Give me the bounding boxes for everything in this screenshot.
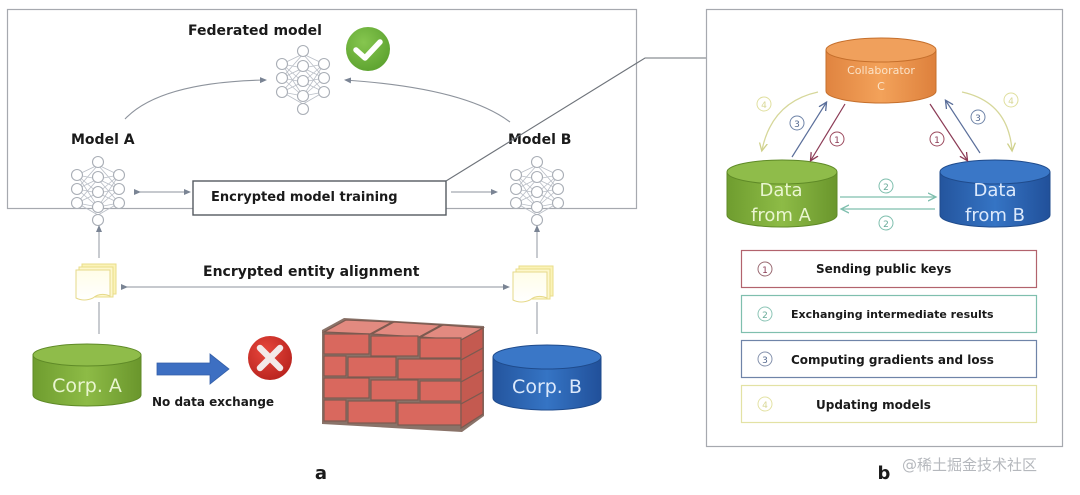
step3-arrow-from-b xyxy=(946,101,981,154)
corp-b-database: Corp. B xyxy=(492,344,602,411)
svg-text:2: 2 xyxy=(883,183,889,193)
encrypted-docs-a-icon xyxy=(75,263,117,301)
model-b-network-icon xyxy=(509,155,565,227)
collaborator-c-database: Collaborator C xyxy=(825,37,937,104)
panel-a-border xyxy=(8,10,297,208)
data-from-b-database: Data from B xyxy=(939,159,1051,228)
step4-arrow-to-a xyxy=(762,91,819,150)
data-from-a-database: Data from A xyxy=(726,159,838,228)
watermark: @稀土掘金技术社区 xyxy=(902,456,1037,474)
step1-marker-right: 1 xyxy=(929,131,945,147)
svg-text:1: 1 xyxy=(762,266,768,276)
step2-marker-top: 2 xyxy=(878,178,894,194)
data-from-b-line1: Data xyxy=(974,180,1017,201)
panel-b-caption: b xyxy=(878,463,891,484)
model-a-label: Model A xyxy=(71,132,135,148)
step2-marker-bottom: 2 xyxy=(878,215,894,231)
svg-text:1: 1 xyxy=(934,136,940,146)
legend-item-3: 3 Computing gradients and loss xyxy=(740,339,1038,379)
legend-item-1: 1 Sending public keys xyxy=(740,249,1038,289)
step1-arrow-to-a xyxy=(811,103,846,160)
check-icon xyxy=(346,27,390,71)
model-b-label: Model B xyxy=(508,132,571,148)
encrypted-docs-b-icon xyxy=(512,265,554,303)
svg-text:3: 3 xyxy=(975,114,981,124)
data-from-a-line2: from A xyxy=(751,205,812,226)
callout-line xyxy=(445,57,708,182)
svg-text:4: 4 xyxy=(762,401,768,411)
no-data-exchange-label: No data exchange xyxy=(152,395,274,409)
legend-item-2: 2 Exchanging intermediate results xyxy=(740,294,1038,334)
step4-marker-right: 4 xyxy=(1003,92,1019,108)
svg-text:Computing gradients and loss: Computing gradients and loss xyxy=(791,353,994,367)
svg-text:3: 3 xyxy=(762,356,768,366)
svg-text:2: 2 xyxy=(762,311,768,321)
encrypted-model-training-box xyxy=(192,180,447,216)
data-from-b-line2: from B xyxy=(965,205,1025,226)
model-b-to-federated-arrow xyxy=(344,77,511,123)
encrypted-entity-alignment-label: Encrypted entity alignment xyxy=(203,264,420,280)
collaborator-label-line1: Collaborator xyxy=(847,64,915,77)
svg-text:Updating models: Updating models xyxy=(816,398,931,412)
step1-arrow-to-b xyxy=(929,103,967,160)
federated-model-network-icon xyxy=(275,44,331,116)
svg-text:4: 4 xyxy=(761,101,767,111)
step3-marker-right: 3 xyxy=(970,109,986,125)
panel-a-caption: a xyxy=(315,463,327,484)
legend-item-4: 4 Updating models xyxy=(740,384,1038,424)
firewall-brick-wall-icon xyxy=(321,318,486,432)
cross-icon xyxy=(248,336,292,380)
federated-model-label: Federated model xyxy=(188,23,322,39)
model-a-network-icon xyxy=(70,155,126,227)
corp-a-label: Corp. A xyxy=(52,375,122,397)
encrypted-model-training-label: Encrypted model training xyxy=(211,190,398,205)
data-from-a-line1: Data xyxy=(760,180,803,201)
step4-marker-left: 4 xyxy=(756,96,772,112)
model-a-to-federated-arrow xyxy=(124,77,267,120)
svg-text:2: 2 xyxy=(883,220,889,230)
no-exchange-arrow-icon xyxy=(156,353,230,385)
svg-text:Exchanging intermediate resul: Exchanging intermediate results xyxy=(791,308,994,321)
step1-marker-left: 1 xyxy=(829,131,845,147)
collaborator-label-line2: C xyxy=(877,80,885,93)
step4-arrow-to-b xyxy=(961,91,1012,150)
corp-b-label: Corp. B xyxy=(512,376,582,398)
svg-text:3: 3 xyxy=(794,120,800,130)
svg-text:Sending public keys: Sending public keys xyxy=(816,262,951,276)
step3-arrow-from-a xyxy=(791,103,826,158)
svg-text:1: 1 xyxy=(834,136,840,146)
svg-text:4: 4 xyxy=(1008,97,1014,107)
step3-marker-left: 3 xyxy=(789,115,805,131)
corp-a-database: Corp. A xyxy=(32,343,142,407)
